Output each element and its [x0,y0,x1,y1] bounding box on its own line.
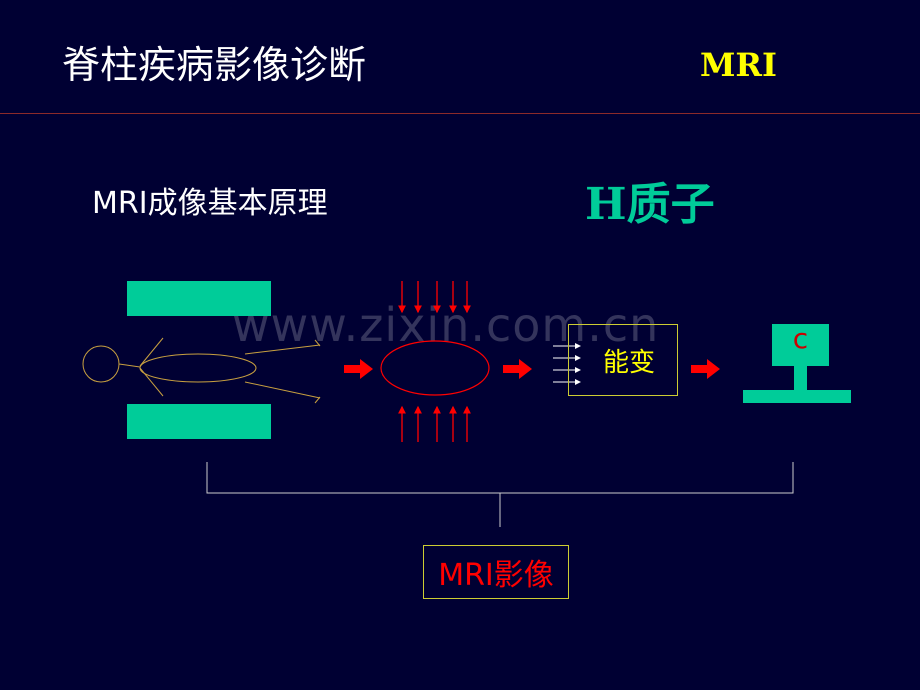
grouping-bracket [206,462,794,527]
watermark: www.zixin.com.cn [232,298,660,352]
signal-arrows [553,343,581,385]
magnet-top [127,281,271,316]
slide-title: 脊柱疾病影像诊断 [62,43,367,87]
monitor-letter: c [792,322,809,355]
patient-body [139,353,257,383]
process-arrows [344,359,720,379]
arrow-1 [344,359,373,379]
field-arrows-bottom [398,405,471,442]
energy-conversion-label: 能变 [602,347,655,378]
energy-conversion-box: 能变 [568,324,678,396]
patient-head [82,345,120,383]
section-subtitle: MRI成像基本原理 [92,186,328,221]
header-divider [0,113,920,114]
monitor-stand [794,366,807,390]
field-arrows-top [398,281,471,314]
mri-image-label: MRI影像 [438,558,554,593]
arrow-3 [691,359,720,379]
proton-label: H质子 [585,179,715,230]
patient-figure [82,337,321,404]
magnet-bottom [127,404,271,439]
proton-oval [380,340,490,396]
monitor-screen: c [772,324,829,366]
mri-image-box: MRI影像 [423,545,569,599]
arrow-2 [503,359,532,379]
monitor-base [743,390,851,403]
slide-tag: MRI [700,46,777,84]
